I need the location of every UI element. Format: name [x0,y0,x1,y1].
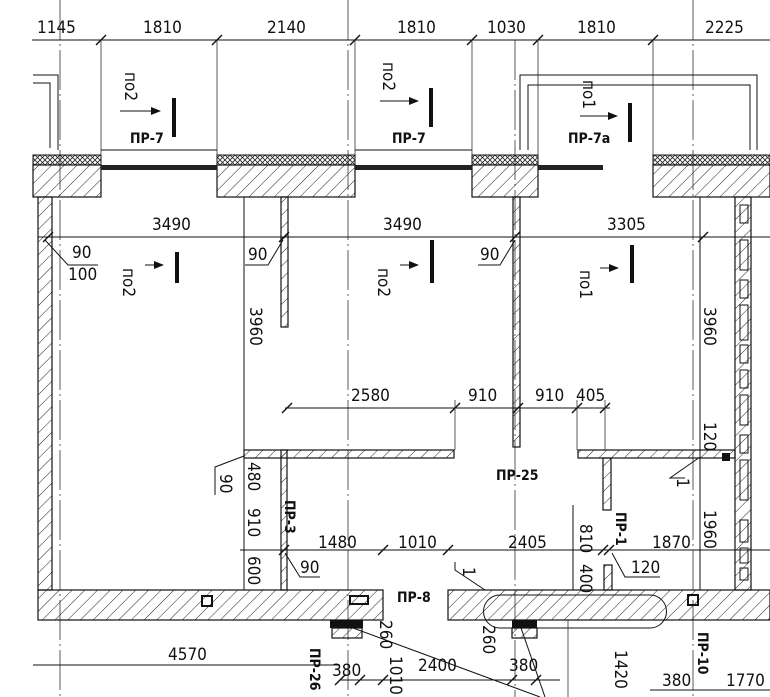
dim-2225: 2225 [705,18,744,38]
dim-1030: 1030 [487,18,526,38]
dim-2140: 2140 [267,18,306,38]
walls [37,196,770,639]
dim-3490-b: 3490 [383,215,422,235]
dim-1960: 1960 [699,510,719,549]
dim-120: 120 [699,422,719,451]
bottom-dimensions: 4570 380 2400 380 260 260 1010 1420 380 … [33,620,770,697]
tag-pr-10: ПР-10 [694,632,710,675]
dim-3960-left: 3960 [245,307,265,346]
dim-405: 405 [576,386,605,406]
room-dimension-line: 3490 3490 3305 90 100 90 90 [38,215,770,285]
room-window-mark: по1 [575,270,595,299]
window-mark-label: по2 [378,62,398,91]
dim-3960-right: 3960 [699,307,719,346]
window-mark-1: по2 ПР-7 [120,72,176,147]
vertical-dimensions: 3960 3960 120 480 90 910 600 1960 810 40… [214,197,719,593]
window-frame [101,165,217,170]
dim-1870: 1870 [652,533,691,553]
dim-380: 380 [662,671,691,691]
window-frame [355,165,472,170]
dim-400: 400 [575,564,595,593]
tag-pr-25: ПР-25 [496,468,539,484]
dim-1010: 1010 [385,656,405,695]
dim-1010: 1010 [398,533,437,553]
dim-1810-b: 1810 [397,18,436,38]
dim-90: 90 [72,243,91,263]
dim-480: 480 [243,462,263,491]
window-tag: ПР-7 [130,131,164,147]
dim-260: 260 [375,620,395,649]
dim-380: 380 [509,656,538,676]
dim-3490-a: 3490 [152,215,191,235]
dim-3305: 3305 [607,215,646,235]
tag-pr-3: ПР-3 [281,500,297,534]
window-mark-label: по2 [120,72,140,101]
dim-2580: 2580 [351,386,390,406]
dim-90: 90 [215,474,235,493]
dim-120: 120 [631,558,660,578]
dim-90: 90 [300,558,319,578]
dim-600: 600 [243,556,263,585]
window-tag: ПР-7 [392,131,426,147]
leader-1: 1 [672,478,692,488]
room-window-mark: по2 [118,268,138,297]
dim-1480: 1480 [318,533,357,553]
dim-100: 100 [68,265,97,285]
dim-910: 910 [468,386,497,406]
leader-1: 1 [458,567,478,577]
top-dimension-line: 1145 1810 2140 1810 1030 1810 2225 [32,18,770,165]
opening-tags: ПР-25 ПР-3 ПР-1 ПР-8 ПР-10 ПР-26 [281,468,710,691]
balconies [33,74,758,151]
window-mark-2: по2 ПР-7 [378,62,433,147]
dim-1145: 1145 [37,18,76,38]
dim-910: 910 [243,508,263,537]
lower-dimension-line: 1480 1010 2405 1870 90 120 1 [240,533,770,591]
tag-pr-8: ПР-8 [397,590,431,606]
tag-pr-1: ПР-1 [612,512,628,546]
room-window-mark: по2 [373,268,393,297]
dim-1770: 1770 [726,671,765,691]
dim-1810-c: 1810 [577,18,616,38]
dim-90: 90 [480,245,499,265]
window-tag: ПР-7а [568,131,610,147]
window-frame [538,165,603,170]
tag-pr-26: ПР-26 [306,648,322,691]
middle-dimension-line: 2580 910 910 405 [281,386,611,450]
room-window-marks: по2 по2 по1 [118,240,634,299]
dim-2400: 2400 [418,656,457,676]
dim-90: 90 [248,245,267,265]
dim-260: 260 [478,625,498,654]
dim-380: 380 [332,661,361,681]
dim-1810-a: 1810 [143,18,182,38]
window-mark-label: по1 [578,80,598,109]
window-mark-3: по1 ПР-7а [568,80,632,147]
dim-2405: 2405 [508,533,547,553]
dim-1420: 1420 [610,650,630,689]
exterior-wall-top [32,154,770,198]
dim-810: 810 [575,524,595,553]
dim-910: 910 [535,386,564,406]
dim-4570: 4570 [168,645,207,665]
